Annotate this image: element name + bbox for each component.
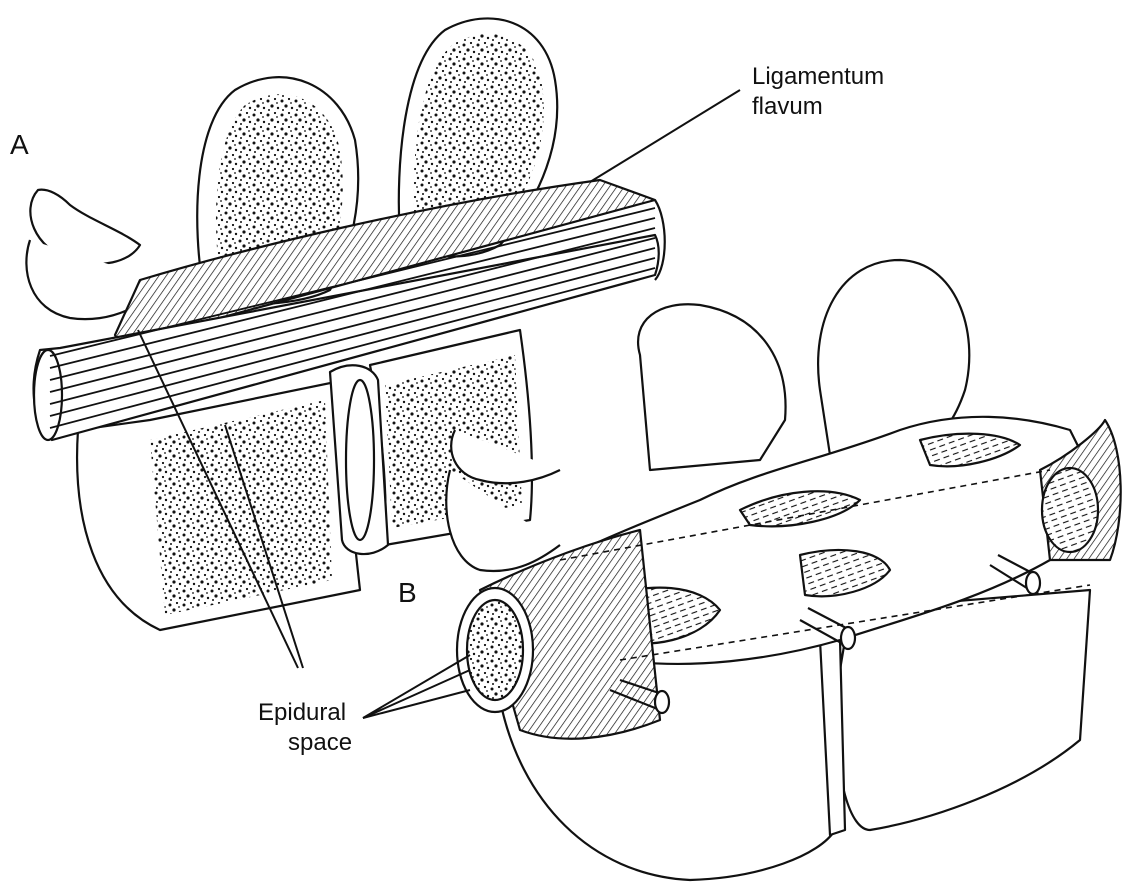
- epidural-line-1: Epidural: [258, 698, 352, 728]
- panel-a-letter: A: [10, 130, 29, 160]
- epidural-space-label: Epidural space: [258, 698, 352, 758]
- epidural-line-2: space: [258, 728, 352, 758]
- ligamentum-flavum-label: Ligamentum flavum: [752, 62, 884, 122]
- panel-a-illustration: [26, 18, 664, 630]
- ligamentum-line-1: Ligamentum: [752, 62, 884, 92]
- panel-b-illustration: [446, 260, 1120, 880]
- panel-b-letter: B: [398, 578, 417, 608]
- ligamentum-line-2: flavum: [752, 92, 884, 122]
